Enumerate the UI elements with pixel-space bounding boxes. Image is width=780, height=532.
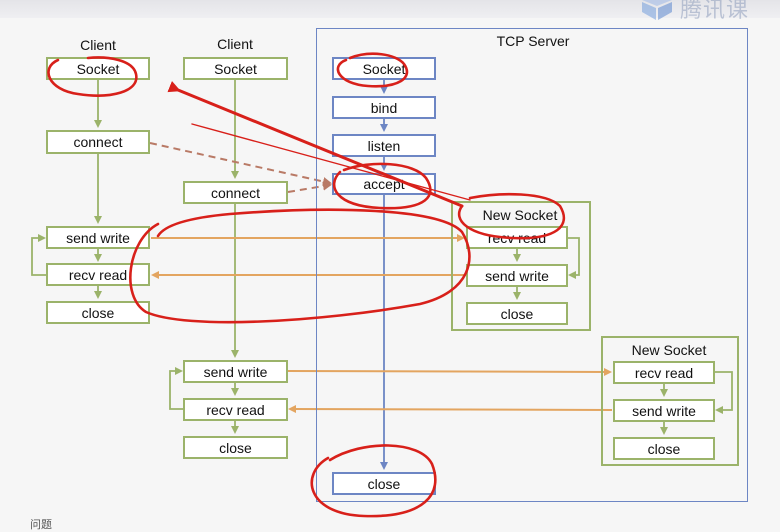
client1-close-box: close (46, 301, 150, 324)
tencent-classroom-logo-icon (642, 0, 672, 20)
server-listen-box: listen (332, 134, 436, 157)
client1-title: Client (80, 37, 116, 53)
client1-flow-lines (31, 80, 102, 299)
new-socket2-title: New Socket (631, 342, 707, 358)
new-socket2-flow-lines (660, 371, 733, 435)
watermark-text: 腾讯课 (680, 0, 750, 22)
tcp-server-title: TCP Server (496, 33, 570, 49)
client2-connect-box: connect (183, 181, 288, 204)
client2-socket-box: Socket (183, 57, 288, 80)
new-socket1-recv-read-box: recv read (466, 226, 568, 249)
new-socket1-title: New Socket (482, 207, 558, 223)
new-socket1-flow-lines (513, 237, 580, 300)
server-close-box: close (332, 472, 436, 495)
new-socket2-close-box: close (613, 437, 715, 460)
new-socket2-recv-read-box: recv read (613, 361, 715, 384)
client1-recv-read-box: recv read (46, 263, 150, 286)
server-bind-box: bind (332, 96, 436, 119)
client1-send-write-box: send write (46, 226, 150, 249)
window-top-bar (0, 0, 780, 18)
new-socket2-frame (601, 336, 739, 466)
client2-close-box: close (183, 436, 288, 459)
watermark-logo: 腾讯课 (640, 0, 749, 22)
client2-title: Client (217, 36, 253, 52)
client2-recv-read-box: recv read (183, 398, 288, 421)
client2-send-write-box: send write (183, 360, 288, 383)
server-socket-box: Socket (332, 57, 436, 80)
client1-connect-box: connect (46, 130, 150, 154)
footer-label: 问题 (30, 519, 52, 531)
client1-socket-box: Socket (46, 57, 150, 80)
new-socket1-send-write-box: send write (466, 264, 568, 287)
new-socket2-send-write-box: send write (613, 399, 715, 422)
server-accept-box: accept (332, 173, 436, 195)
new-socket1-close-box: close (466, 302, 568, 325)
